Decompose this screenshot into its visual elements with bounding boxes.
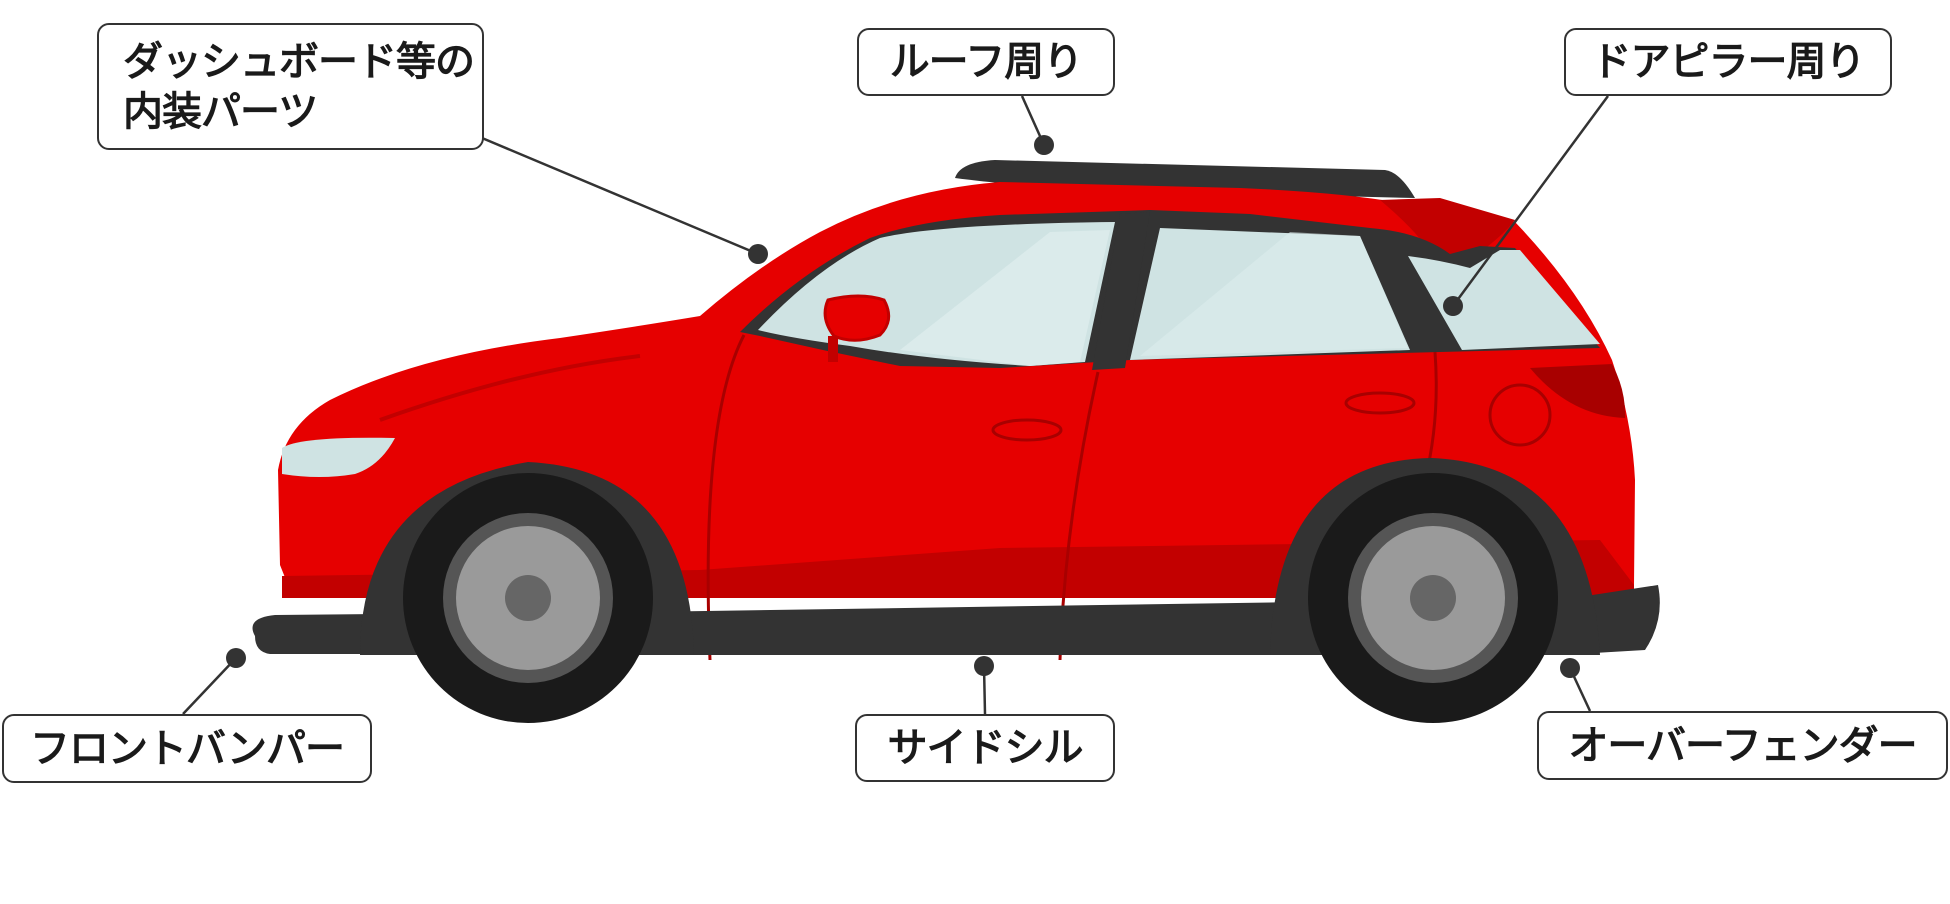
marker-roof <box>1034 135 1054 155</box>
label-door-pillar: ドアピラー周り <box>1564 28 1892 96</box>
label-dashboard-interior: ダッシュボード等の 内装パーツ <box>97 23 484 150</box>
label-side-sill: サイドシル <box>855 714 1115 782</box>
leader-line-dashboard <box>482 138 758 254</box>
rear-hub <box>1410 575 1456 621</box>
label-over-fender: オーバーフェンダー <box>1537 711 1948 780</box>
mirror-arm <box>828 336 838 362</box>
side-mirror <box>825 296 889 340</box>
label-side-sill-text: サイドシル <box>888 723 1083 773</box>
side-sill <box>640 602 1300 655</box>
label-front-bumper: フロントバンパー <box>2 714 372 783</box>
label-dashboard-line1: ダッシュボード等の <box>123 37 474 87</box>
label-roof-text: ルーフ周り <box>890 37 1083 87</box>
label-front-bumper-text: フロントバンパー <box>30 724 344 774</box>
marker-dashboard <box>748 244 768 264</box>
marker-fender <box>1560 658 1580 678</box>
label-door-pillar-text: ドアピラー周り <box>1592 37 1865 87</box>
marker-sill <box>974 656 994 676</box>
leader-line-bumper <box>183 658 236 714</box>
marker-pillar <box>1443 296 1463 316</box>
front-hub <box>505 575 551 621</box>
label-roof: ルーフ周り <box>857 28 1115 96</box>
label-dashboard-line2: 内装パーツ <box>123 87 317 137</box>
marker-bumper <box>226 648 246 668</box>
label-over-fender-text: オーバーフェンダー <box>1568 721 1916 771</box>
